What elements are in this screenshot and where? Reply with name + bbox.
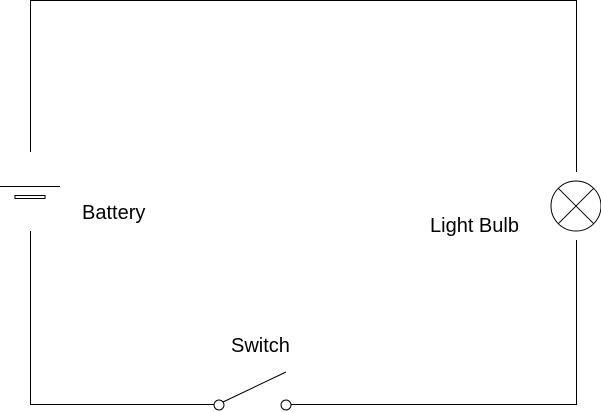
switch-contact-left xyxy=(213,399,225,411)
light-bulb-label: Light Bulb xyxy=(430,215,519,237)
battery-icon xyxy=(0,186,60,199)
battery-short-plate xyxy=(14,195,46,199)
switch-label: Switch xyxy=(231,335,290,357)
lamp-cross-b xyxy=(557,187,595,225)
lamp-icon xyxy=(550,180,601,232)
wires xyxy=(30,0,577,405)
battery-label: Battery xyxy=(82,202,145,224)
switch-lever xyxy=(222,371,287,403)
open-switch-icon xyxy=(213,371,292,411)
switch-contact-right xyxy=(280,399,292,411)
